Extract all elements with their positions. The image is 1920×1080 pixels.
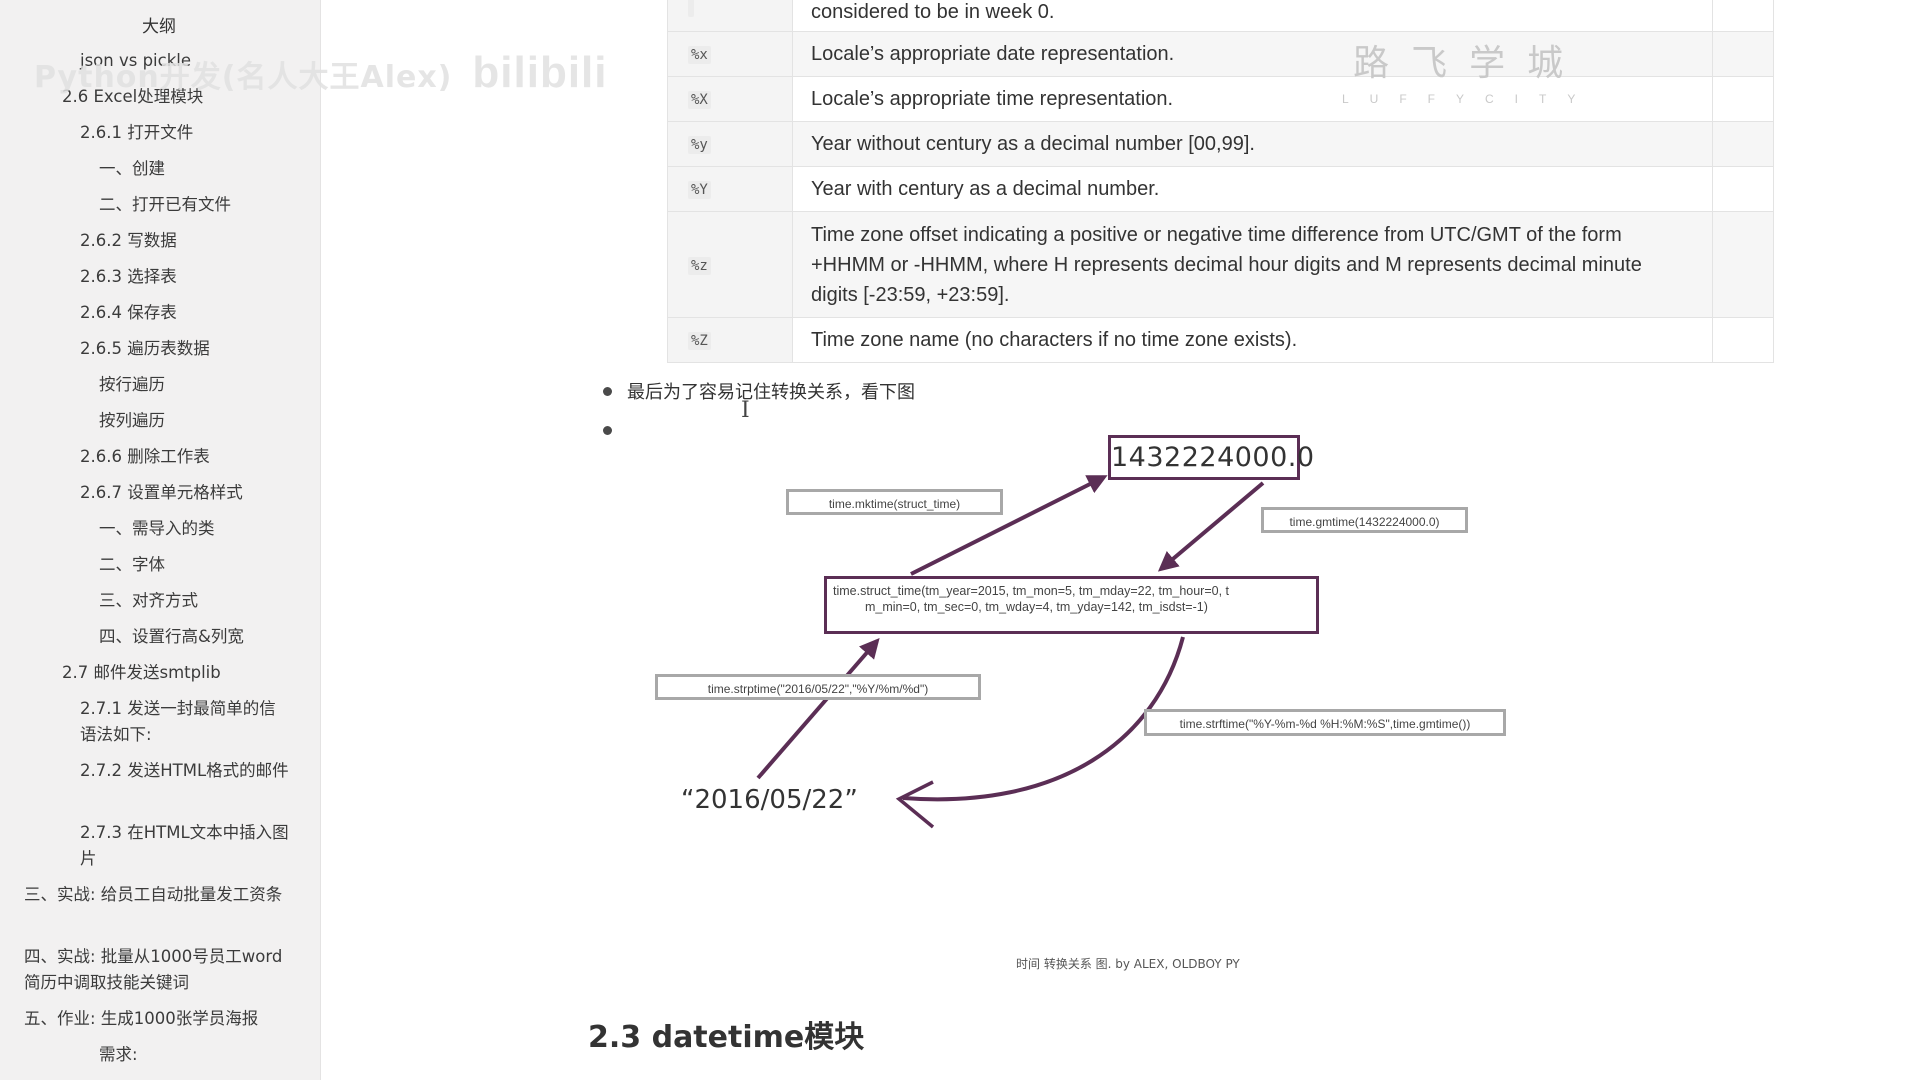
format-directive-table: considered to be in week 0. %x Locale’s … (667, 0, 1774, 363)
directive-code: %x (688, 46, 711, 64)
toc-item[interactable]: 五、作业: 生成1000张学员海报 (24, 1009, 259, 1028)
description-cell: Year without century as a decimal number… (792, 121, 1713, 167)
description-cell: Locale’s appropriate time representation… (792, 76, 1713, 122)
toc-item[interactable]: 三、实战: 给员工自动批量发工资条 (24, 885, 283, 904)
toc-item[interactable]: 二、打开已有文件 (99, 195, 231, 214)
toc-item[interactable]: 2.7 邮件发送smtplib (62, 663, 221, 682)
toc-item[interactable]: 2.6.3 选择表 (80, 267, 177, 286)
toc-item[interactable]: 2.6.1 打开文件 (80, 123, 194, 142)
bullet-dot (603, 387, 612, 396)
description-cell: Time zone name (no characters if no time… (792, 317, 1713, 363)
directive-code: %z (688, 256, 711, 275)
directive-code: %Y (688, 181, 711, 199)
table-row: %X Locale’s appropriate time representat… (667, 76, 1774, 122)
strftime-label: time.strftime("%Y-%m-%d %H:%M:%S",time.g… (1179, 717, 1471, 731)
toc-item[interactable]: 2.6.7 设置单元格样式 (80, 483, 243, 502)
toc-item[interactable]: 一、需导入的类 (99, 519, 215, 538)
directive-cell (667, 0, 793, 32)
directive-code (688, 0, 694, 17)
toc-item[interactable]: json vs pickle (80, 51, 192, 70)
toc-item[interactable]: 二、字体 (99, 555, 165, 574)
description-cell: Time zone offset indicating a positive o… (792, 211, 1713, 318)
directive-cell: %x (667, 31, 793, 77)
empty-cell (1712, 121, 1774, 167)
directive-code: %Z (688, 332, 711, 350)
bullet-text: 最后为了容易记住转换关系，看下图 (627, 382, 915, 403)
outline-sidebar: 大纲 json vs pickle 2.6 Excel处理模块 2.6.1 打开… (0, 0, 321, 1080)
toc-item[interactable]: 一、创建 (99, 159, 165, 178)
timestamp-value: 1432224000.0 (1111, 442, 1315, 473)
directive-cell: %Z (667, 317, 793, 363)
gmtime-label-box: time.gmtime(1432224000.0) (1261, 507, 1468, 533)
table-row: %z Time zone offset indicating a positiv… (667, 211, 1774, 318)
toc-item[interactable]: 2.7.3 在HTML文本中插入图片 (80, 823, 289, 868)
toc-item[interactable]: 2.6.4 保存表 (80, 303, 177, 322)
toc-item[interactable]: 2.7.2 发送HTML格式的邮件 (80, 761, 289, 780)
strptime-arrow (756, 637, 880, 780)
strftime-arrow-head (895, 780, 935, 829)
toc-item[interactable]: 2.7.1 发送一封最简单的信语法如下: (80, 699, 276, 744)
strftime-label-box: time.strftime("%Y-%m-%d %H:%M:%S",time.g… (1144, 709, 1506, 736)
empty-cell (1712, 211, 1774, 318)
diagram-caption: 时间 转换关系 图. by ALEX, OLDBOY PY (1016, 957, 1240, 971)
toc-item[interactable]: 三、对齐方式 (99, 591, 198, 610)
toc-item[interactable]: 2.6.6 删除工作表 (80, 447, 210, 466)
logo-cn: 路飞学城 (1353, 43, 1586, 84)
table-row: %x Locale’s appropriate date representat… (667, 31, 1774, 77)
toc-item[interactable]: 按列遍历 (99, 411, 165, 430)
empty-cell (1712, 76, 1774, 122)
toc-item[interactable]: 2.6.5 遍历表数据 (80, 339, 210, 358)
empty-cell (1712, 31, 1774, 77)
toc-item[interactable]: 四、实战: 批量从1000号员工word简历中调取技能关键词 (24, 947, 283, 992)
toc-item[interactable]: 按行遍历 (99, 375, 165, 394)
directive-code: %y (688, 136, 711, 154)
directive-code: %X (688, 91, 711, 109)
mktime-label-box: time.mktime(struct_time) (786, 489, 1003, 515)
description-cell: Locale’s appropriate date representation… (792, 31, 1713, 77)
directive-cell: %X (667, 76, 793, 122)
time-conversion-diagram (756, 475, 1265, 829)
table-row: %Z Time zone name (no characters if no t… (667, 317, 1774, 363)
toc-item[interactable]: 四、设置行高&列宽 (99, 627, 244, 646)
struct-time-line-2: m_min=0, tm_sec=0, tm_wday=4, tm_yday=14… (865, 600, 1208, 614)
document-content: considered to be in week 0. %x Locale’s … (321, 0, 1920, 1080)
strftime-arrow (902, 636, 1185, 802)
bullet-dot (603, 426, 612, 435)
mktime-label: time.mktime(struct_time) (828, 497, 961, 511)
date-string: “2016/05/22” (681, 785, 858, 815)
logo-en: LUFFYCITY (1342, 92, 1597, 106)
text-cursor-icon: I (741, 398, 750, 423)
table-row: %y Year without century as a decimal num… (667, 121, 1774, 167)
toc-item[interactable]: 2.6 Excel处理模块 (62, 87, 204, 106)
timestamp-box: 1432224000.0 (1108, 435, 1315, 480)
empty-cell (1712, 166, 1774, 212)
empty-cell (1712, 317, 1774, 363)
section-heading: 2.3 datetime模块 (588, 1020, 865, 1055)
toc-item[interactable]: 2.6.2 写数据 (80, 231, 177, 250)
gmtime-label: time.gmtime(1432224000.0) (1289, 515, 1440, 529)
luffycity-logo: 路飞学城 LUFFYCITY (1342, 34, 1596, 106)
strptime-label-box: time.strptime("2016/05/22","%Y/%m/%d") (655, 674, 981, 700)
outline-title: 大纲 (142, 17, 176, 37)
directive-cell: %z (667, 211, 793, 318)
directive-cell: %Y (667, 166, 793, 212)
mktime-arrow (910, 475, 1108, 576)
gmtime-arrow (1157, 481, 1265, 572)
struct-time-line-1: time.struct_time(tm_year=2015, tm_mon=5,… (833, 584, 1230, 598)
struct-time-box: time.struct_time(tm_year=2015, tm_mon=5,… (824, 576, 1319, 634)
toc-item[interactable]: 需求: (99, 1045, 138, 1064)
strptime-label: time.strptime("2016/05/22","%Y/%m/%d") (707, 682, 929, 696)
